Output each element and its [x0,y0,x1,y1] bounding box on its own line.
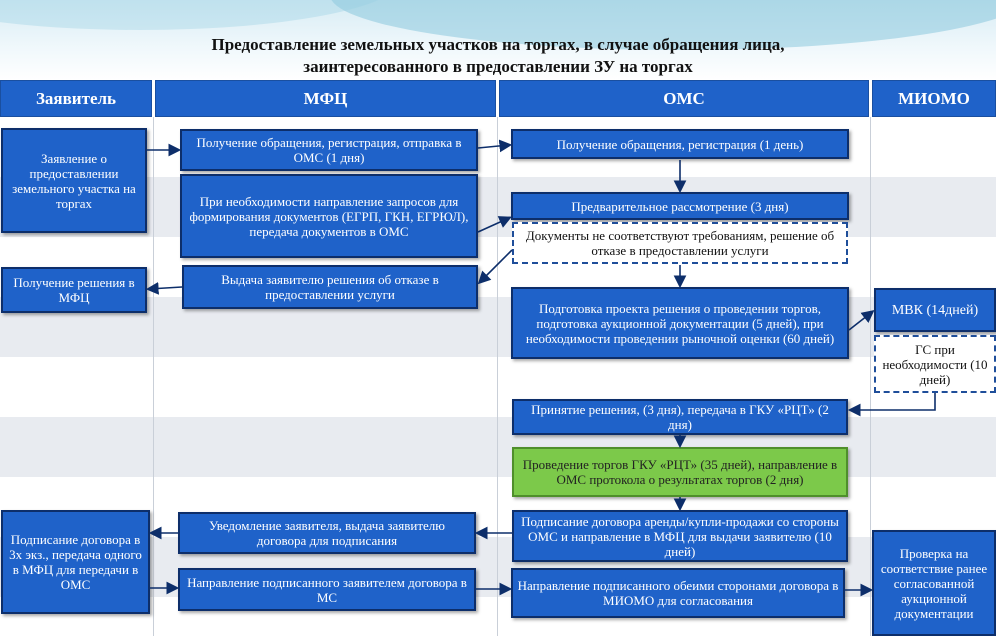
box-mfc-receive: Получение обращения, регистрация, отправ… [180,129,478,171]
header-background [0,0,996,80]
box-oms-prelim: Предварительное рассмотрение (3 дня) [511,192,849,220]
box-oms-not-compliant: Документы не соответствуют требованиям, … [512,222,848,264]
box-oms-auction: Проведение торгов ГКУ «РЦТ» (35 дней), н… [512,447,848,497]
box-mfc-send-signed: Направление подписанного заявителем дого… [178,568,476,611]
box-oms-prepare: Подготовка проекта решения о проведении … [511,287,849,359]
lane-header-applicant: Заявитель [0,80,152,117]
box-oms-sign-contract: Подписание договора аренды/купли-продажи… [512,510,848,562]
lane-divider [153,117,154,636]
box-mfc-notify: Уведомление заявителя, выдача заявителю … [178,512,476,554]
lane-header-miomo: МИОМО [872,80,996,117]
box-miomo-check: Проверка на соответствие ранее согласова… [872,530,996,636]
title-line-2: заинтересованного в предоставлении ЗУ на… [303,57,693,76]
box-applicant-request: Заявление о предоставлении земельного уч… [1,128,147,233]
lane-header-oms: ОМС [499,80,869,117]
lane-divider [497,117,498,636]
box-applicant-receive: Получение решения в МФЦ [1,267,147,313]
box-applicant-sign: Подписание договора в 3х экз., передача … [1,510,150,614]
title-line-1: Предоставление земельных участков на тор… [211,35,785,54]
decorative-swoosh [0,0,400,30]
diagram-title: Предоставление земельных участков на тор… [40,34,956,78]
box-mfc-requests: При необходимости направление запросов д… [180,174,478,258]
lane-divider [870,117,871,636]
box-miomo-mvk: МВК (14дней) [874,288,996,332]
lane-header-mfc: МФЦ [155,80,496,117]
box-oms-decision: Принятие решения, (3 дня), передача в ГК… [512,399,848,435]
box-miomo-gs: ГС при необходимости (10 дней) [874,335,996,393]
box-oms-receive: Получение обращения, регистрация (1 день… [511,129,849,159]
box-mfc-refusal: Выдача заявителю решения об отказе в пре… [182,265,478,309]
box-oms-send-both: Направление подписанного обеими сторонам… [511,568,845,618]
